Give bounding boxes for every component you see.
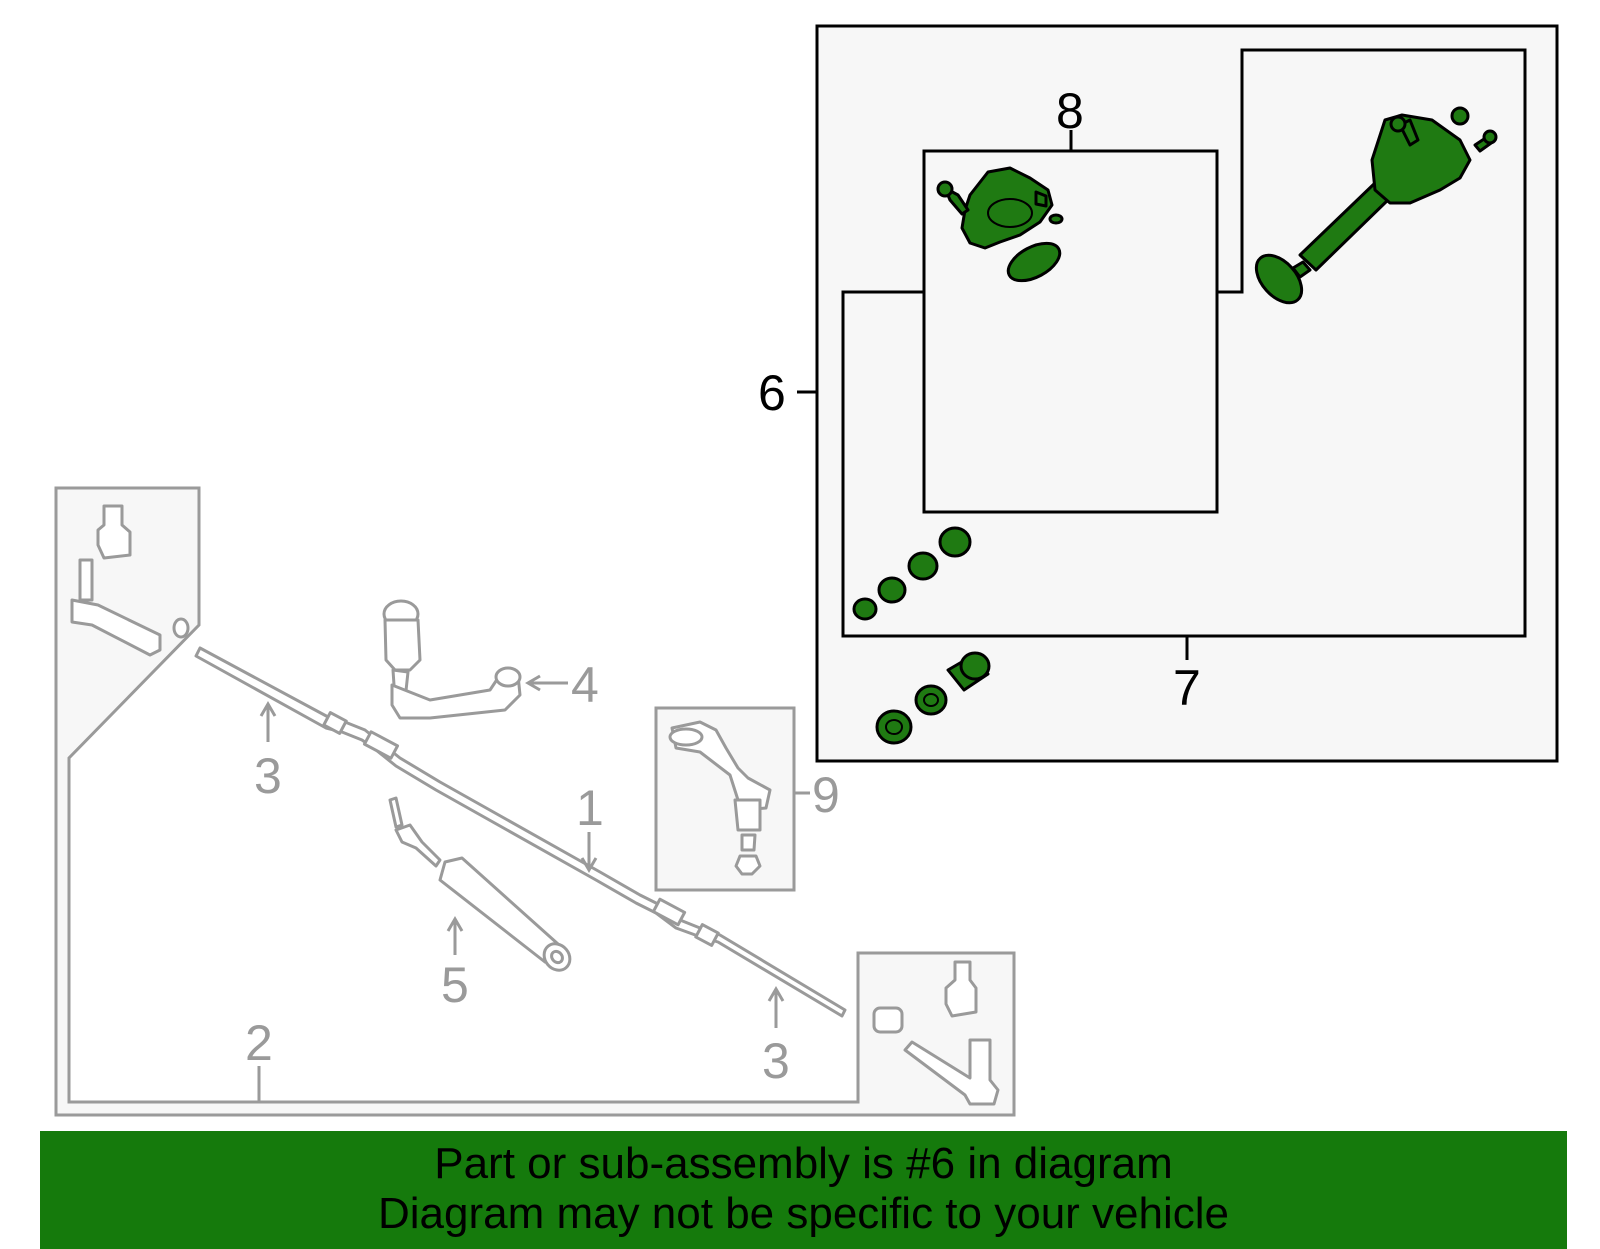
seal-rings-lower	[875, 651, 991, 745]
callout-8: 8	[1056, 83, 1084, 139]
valve-housing-part	[936, 166, 1064, 283]
assembly-2-group: 2	[54, 486, 1016, 1117]
steering-gear-housing-part	[1254, 106, 1498, 305]
idler-arm-part-4: 4	[382, 599, 599, 720]
callout-6: 6	[758, 365, 786, 421]
assembly-7-bracket	[841, 48, 1527, 638]
info-banner: Part or sub-assembly is #6 in diagram Di…	[40, 1131, 1567, 1249]
callout-3a: 3	[254, 748, 282, 804]
callout-7: 7	[1173, 660, 1201, 716]
banner-line-2: Diagram may not be specific to your vehi…	[377, 1189, 1230, 1238]
pitman-arm-group-9: 9	[654, 706, 840, 892]
callout-9: 9	[812, 767, 840, 823]
tie-rod-linkage: 1 3 3	[194, 646, 847, 1089]
tie-rod-end-left	[70, 504, 190, 657]
callout-5: 5	[441, 957, 469, 1013]
callout-4: 4	[571, 657, 599, 713]
tie-rod-end-right	[872, 960, 1000, 1106]
banner-line-1: Part or sub-assembly is #6 in diagram	[434, 1139, 1173, 1188]
seal-rings-upper	[852, 526, 972, 621]
callout-3b: 3	[762, 1033, 790, 1089]
callout-2: 2	[245, 1015, 273, 1071]
callout-1: 1	[576, 780, 604, 836]
assembly-6-group: 6 7 8	[758, 24, 1559, 763]
steering-damper-part-5: 5	[388, 796, 572, 1013]
